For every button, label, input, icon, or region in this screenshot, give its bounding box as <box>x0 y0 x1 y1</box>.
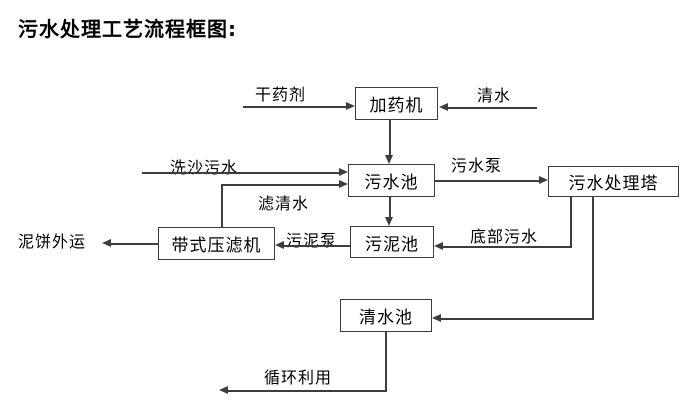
node-clean-water-pool: 清水池 <box>340 299 432 332</box>
arrowhead-right-icon <box>339 180 348 188</box>
node-dosing-machine: 加药机 <box>355 87 438 120</box>
connector-filtered-water <box>221 184 340 186</box>
node-sewage-pool-label: 污水池 <box>364 173 419 193</box>
connector-bottom-sewage <box>443 246 572 248</box>
connector-tower-to-clean-vertical <box>592 197 594 320</box>
node-sludge-pool: 污泥池 <box>350 226 434 258</box>
connector-filtered-water-vertical <box>221 184 223 227</box>
connector-dosing-to-sewage <box>389 120 391 157</box>
connector-clean-water <box>448 107 537 109</box>
arrowhead-left-icon <box>434 242 443 250</box>
arrowhead-right-icon <box>339 168 348 176</box>
connector-sand-washing <box>142 172 340 174</box>
label-mud-cake-out: 泥饼外运 <box>18 232 87 251</box>
node-belt-filter-press: 带式压滤机 <box>158 227 275 260</box>
connector-recycle-vertical <box>385 332 387 392</box>
label-sludge-pump: 污泥泵 <box>286 231 338 250</box>
connector-tower-to-clean <box>441 318 594 320</box>
node-sludge-pool-label: 污泥池 <box>365 234 419 255</box>
node-sewage-pool: 污水池 <box>348 164 435 197</box>
node-belt-filter-press-label: 带式压滤机 <box>171 236 262 256</box>
label-recycle-use: 循环利用 <box>264 368 333 387</box>
label-sand-washing-sewage: 洗沙污水 <box>170 158 239 177</box>
connector-recycle <box>228 390 387 392</box>
arrowhead-left-icon <box>219 386 228 394</box>
connector-mud-cake <box>111 243 158 245</box>
label-bottom-sewage: 底部污水 <box>470 227 539 246</box>
node-dosing-machine-label: 加药机 <box>369 96 424 116</box>
connector-sewage-pump <box>435 180 540 182</box>
node-clean-water-pool-label: 清水池 <box>359 308 413 328</box>
label-dry-agent: 干药剂 <box>255 85 307 104</box>
label-filtered-water: 滤清水 <box>258 194 310 213</box>
page-title: 污水处理工艺流程框图: <box>18 17 237 41</box>
label-sewage-pump: 污水泵 <box>451 156 503 175</box>
connector-sludge-pump <box>284 245 350 247</box>
connector-bottom-sewage-vertical <box>570 197 572 248</box>
arrowhead-left-icon <box>439 103 448 111</box>
arrowhead-down-icon <box>385 217 393 226</box>
arrowhead-down-icon <box>385 155 393 164</box>
connector-dry-agent <box>243 106 347 108</box>
label-clean-water: 清水 <box>477 86 512 105</box>
arrowhead-right-icon <box>539 176 548 184</box>
connector-sewage-to-sludge <box>389 197 391 218</box>
arrowhead-left-icon <box>102 239 111 247</box>
node-treatment-tower: 污水处理塔 <box>548 166 679 197</box>
node-treatment-tower-label: 污水处理塔 <box>568 174 659 194</box>
arrowhead-left-icon <box>275 241 284 249</box>
arrowhead-left-icon <box>432 314 441 322</box>
arrowhead-right-icon <box>346 102 355 110</box>
